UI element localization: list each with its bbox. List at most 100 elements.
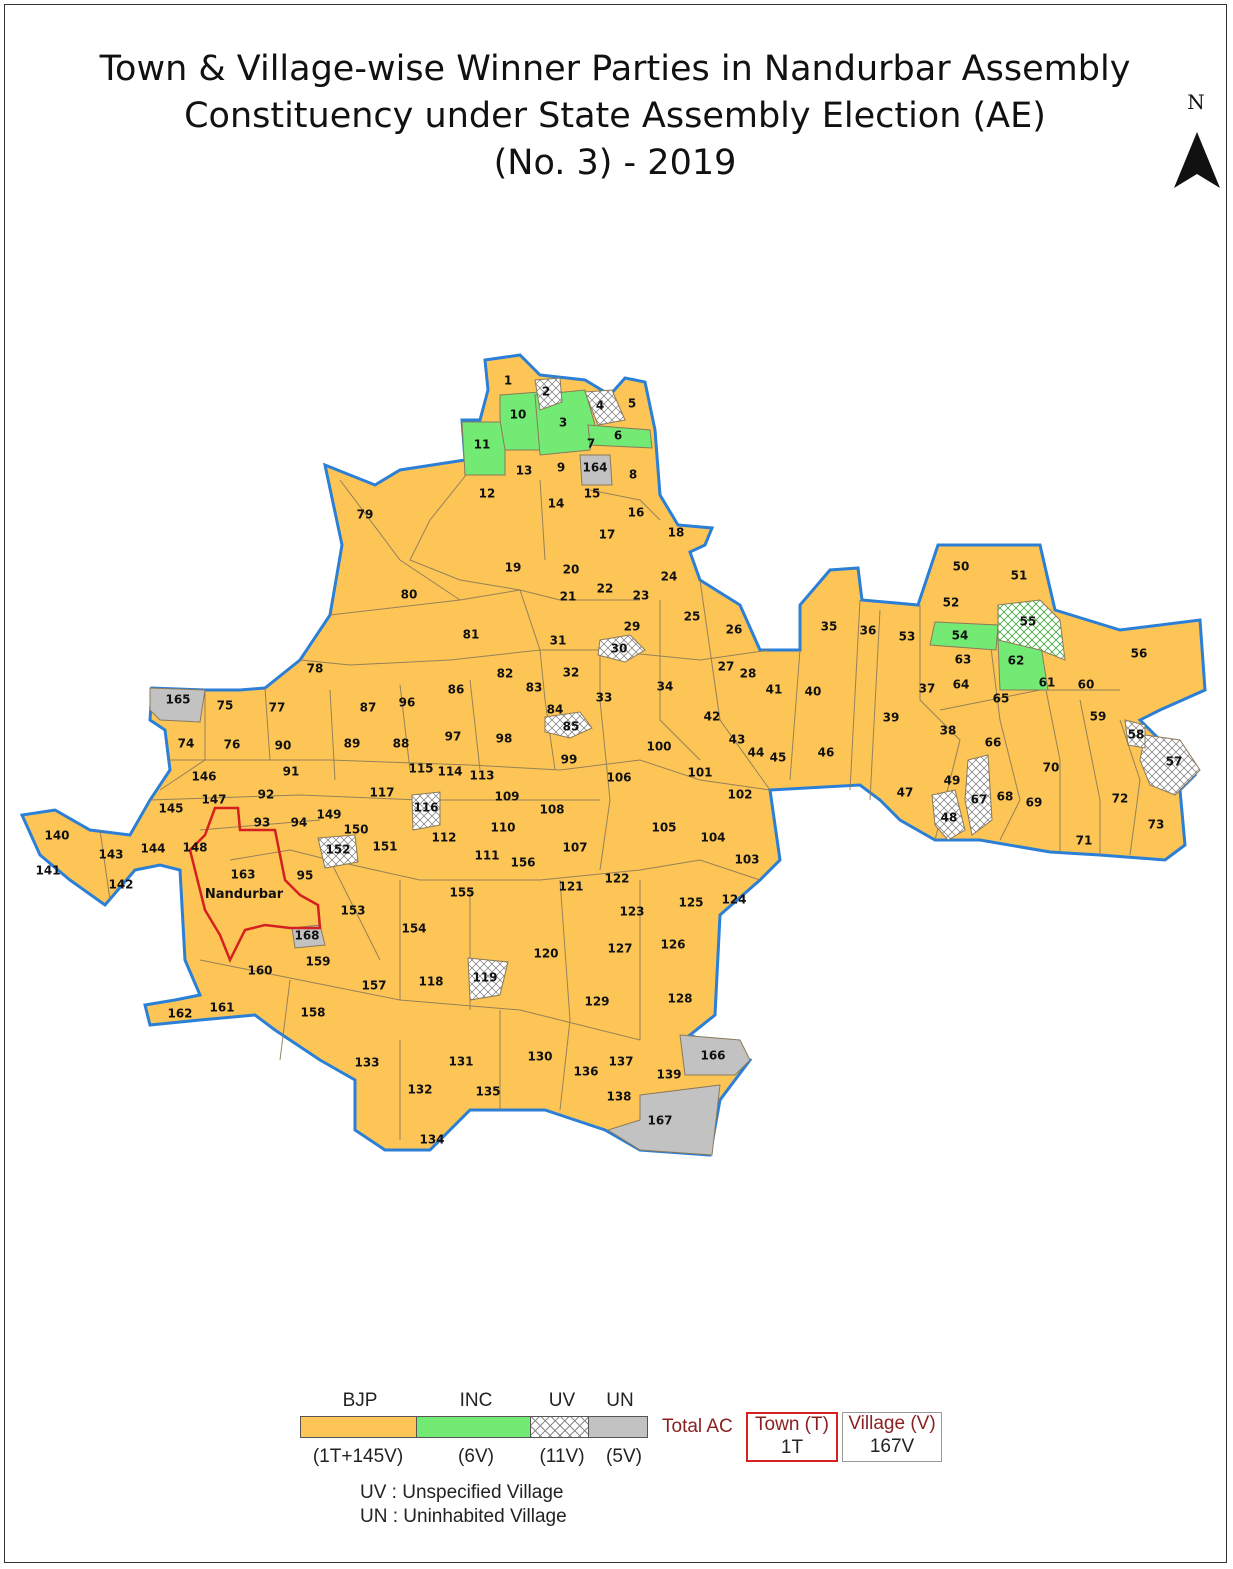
- village-label-165: 165: [165, 693, 190, 707]
- village-label-128: 128: [667, 992, 692, 1006]
- legend-label-bjp: BJP: [342, 1390, 378, 1411]
- village-area-11: [461, 421, 506, 476]
- legend-count-inc: (6V): [458, 1446, 494, 1467]
- village-area-4: [584, 389, 626, 426]
- village-label-55: 55: [1020, 615, 1037, 629]
- village-label-53: 53: [899, 630, 916, 644]
- village-label-77: 77: [269, 701, 286, 715]
- village-label-63: 63: [955, 653, 972, 667]
- village-label-42: 42: [704, 710, 721, 724]
- village-label-94: 94: [291, 816, 308, 830]
- village-label-19: 19: [505, 561, 522, 575]
- village-label-164: 164: [582, 461, 607, 475]
- village-label-127: 127: [607, 942, 632, 956]
- village-label-140: 140: [44, 829, 69, 843]
- village-label-62: 62: [1008, 654, 1025, 668]
- village-label-73: 73: [1148, 818, 1165, 832]
- village-label-37: 37: [919, 682, 936, 696]
- village-label-80: 80: [401, 588, 418, 602]
- village-label-139: 139: [656, 1068, 681, 1082]
- village-label-29: 29: [624, 620, 641, 634]
- village-label-47: 47: [897, 786, 914, 800]
- town-count-box: Town (T) 1T: [746, 1412, 838, 1462]
- village-label-69: 69: [1026, 796, 1043, 810]
- village-label-32: 32: [563, 666, 580, 680]
- village-area-168: [291, 924, 326, 949]
- village-label-13: 13: [516, 464, 533, 478]
- village-count-value: 167V: [869, 1436, 915, 1457]
- village-label-119: 119: [472, 971, 497, 985]
- village-label-89: 89: [344, 737, 361, 751]
- village-label-8: 8: [629, 468, 637, 482]
- village-area-55: [997, 599, 1066, 661]
- village-label-114: 114: [437, 765, 462, 779]
- village-area-6: [587, 424, 653, 449]
- village-area-119: [467, 957, 509, 1001]
- village-label-155: 155: [449, 886, 474, 900]
- village-label-104: 104: [700, 831, 725, 845]
- village-label-7: 7: [587, 437, 595, 451]
- village-label-141: 141: [35, 864, 60, 878]
- village-area-30: [597, 634, 646, 663]
- village-label-145: 145: [158, 802, 183, 816]
- village-label-101: 101: [687, 766, 712, 780]
- village-label-125: 125: [678, 896, 703, 910]
- village-label-81: 81: [463, 628, 480, 642]
- village-label-85: 85: [563, 720, 580, 734]
- village-label-40: 40: [805, 685, 822, 699]
- total-ac-label: Total AC: [662, 1416, 733, 1437]
- village-label-64: 64: [953, 678, 970, 692]
- village-label-156: 156: [510, 856, 535, 870]
- village-label-112: 112: [431, 831, 456, 845]
- village-label-121: 121: [558, 880, 583, 894]
- village-label-5: 5: [628, 397, 636, 411]
- village-label-41: 41: [766, 683, 783, 697]
- village-label-45: 45: [770, 751, 787, 765]
- village-label-50: 50: [953, 560, 970, 574]
- village-label-160: 160: [247, 964, 272, 978]
- town-label: Nandurbar: [205, 887, 284, 902]
- village-label-14: 14: [548, 497, 565, 511]
- village-label-120: 120: [533, 947, 558, 961]
- village-count-header: Village (V): [848, 1413, 936, 1434]
- village-label-33: 33: [596, 691, 613, 705]
- legend-count-un: (5V): [606, 1446, 642, 1467]
- village-label-46: 46: [818, 746, 835, 760]
- village-label-158: 158: [300, 1006, 325, 1020]
- village-label-12: 12: [479, 487, 496, 501]
- village-label-57: 57: [1166, 755, 1183, 769]
- village-label-92: 92: [258, 788, 275, 802]
- village-label-96: 96: [399, 696, 416, 710]
- village-label-75: 75: [217, 699, 234, 713]
- village-label-35: 35: [821, 620, 838, 634]
- village-label-99: 99: [561, 753, 578, 767]
- village-label-124: 124: [721, 893, 746, 907]
- village-label-95: 95: [297, 869, 314, 883]
- village-label-70: 70: [1043, 761, 1060, 775]
- village-label-15: 15: [584, 487, 601, 501]
- village-label-56: 56: [1131, 647, 1148, 661]
- village-label-21: 21: [560, 590, 577, 604]
- village-label-26: 26: [726, 623, 743, 637]
- village-label-111: 111: [474, 849, 499, 863]
- village-label-106: 106: [606, 771, 631, 785]
- village-label-11: 11: [474, 438, 491, 452]
- village-label-163: 163: [230, 868, 255, 882]
- legend-note-un: UN : Uninhabited Village: [360, 1506, 567, 1527]
- village-label-6: 6: [614, 429, 622, 443]
- village-label-167: 167: [647, 1114, 672, 1128]
- village-label-97: 97: [445, 730, 462, 744]
- village-label-131: 131: [448, 1055, 473, 1069]
- village-label-129: 129: [584, 995, 609, 1009]
- village-label-22: 22: [597, 582, 614, 596]
- village-label-148: 148: [182, 841, 207, 855]
- village-label-10: 10: [510, 408, 527, 422]
- village-label-78: 78: [307, 662, 324, 676]
- village-label-61: 61: [1039, 676, 1056, 690]
- village-label-151: 151: [372, 840, 397, 854]
- village-label-43: 43: [729, 733, 746, 747]
- village-label-65: 65: [993, 692, 1010, 706]
- village-label-88: 88: [393, 737, 410, 751]
- town-boundary: [188, 806, 322, 964]
- village-area-54: [929, 621, 999, 651]
